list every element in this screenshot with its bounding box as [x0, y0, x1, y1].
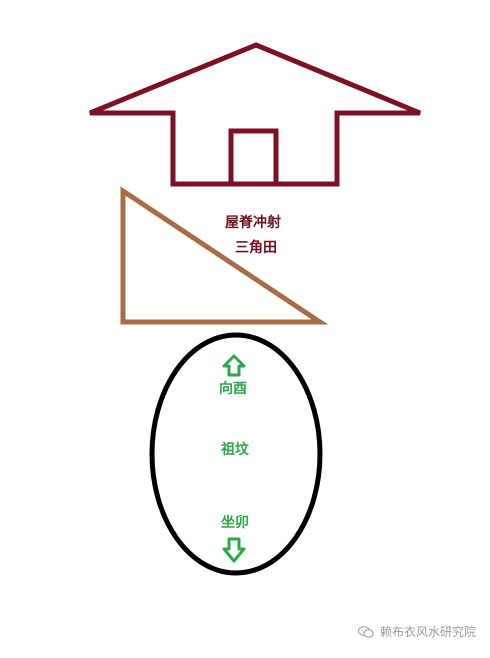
- watermark: 赖布衣风水研究院: [357, 623, 476, 640]
- facing-label: 向酉: [219, 380, 247, 397]
- wechat-icon: [357, 625, 374, 638]
- triangle-field-label: 三角田: [235, 239, 277, 256]
- house-door: [228, 128, 279, 184]
- roof-ridge-label: 屋脊冲射: [225, 214, 281, 231]
- house-outline: [89, 42, 421, 187]
- down-arrow-icon: [222, 537, 246, 563]
- grave-oval: [149, 332, 323, 576]
- watermark-text: 赖布衣风水研究院: [379, 625, 476, 639]
- up-arrow-icon: [222, 354, 246, 377]
- grave-label: 祖坟: [220, 441, 250, 458]
- triangle-field-shape: [120, 186, 329, 325]
- sitting-label: 坐卯: [221, 514, 249, 531]
